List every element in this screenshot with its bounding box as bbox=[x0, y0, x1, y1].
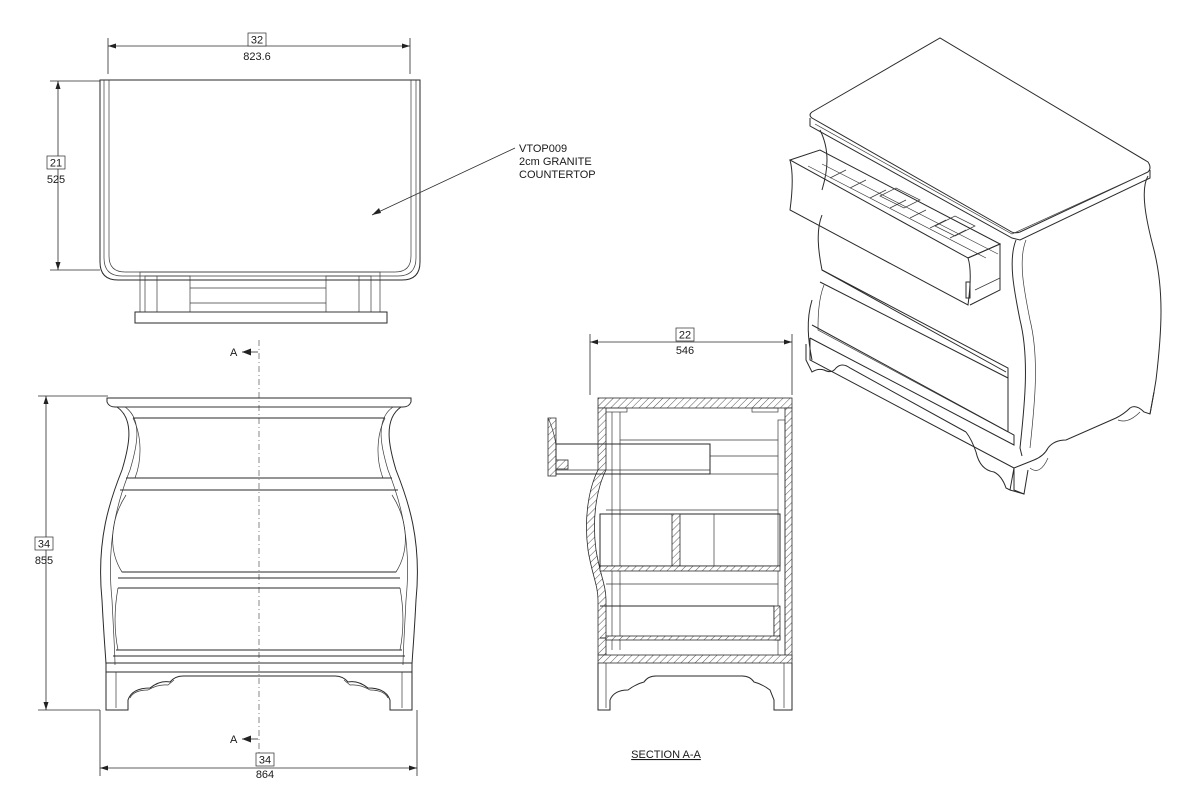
section-depth-dimension: 22 546 bbox=[589, 327, 793, 395]
top-view: 32 823.6 21 525 bbox=[46, 32, 596, 324]
top-depth-in: 21 bbox=[50, 158, 62, 170]
isometric-view bbox=[788, 37, 1162, 495]
top-width-mm: 823.6 bbox=[243, 51, 271, 63]
section-back-panel bbox=[784, 407, 793, 661]
iso-base bbox=[805, 344, 1155, 495]
front-height-dimension: 34 855 bbox=[34, 395, 108, 711]
iso-lower-drawers bbox=[809, 214, 1015, 469]
section-view: 22 546 bbox=[547, 327, 793, 761]
front-left-side bbox=[100, 406, 130, 711]
section-top bbox=[597, 397, 793, 409]
front-height-in: 34 bbox=[38, 539, 50, 551]
section-marker-top-label: A bbox=[230, 347, 238, 359]
front-drawer-1 bbox=[126, 417, 392, 479]
front-width-in: 34 bbox=[259, 755, 271, 767]
front-base-apron bbox=[105, 662, 413, 711]
section-marker-bottom-label: A bbox=[230, 734, 238, 746]
callout-line-2: 2cm GRANITE bbox=[519, 156, 592, 168]
section-apron bbox=[597, 663, 793, 711]
countertop-callout: VTOP009 2cm GRANITE COUNTERTOP bbox=[371, 143, 596, 216]
front-drawer-2 bbox=[112, 489, 406, 579]
callout-line-3: COUNTERTOP bbox=[519, 169, 596, 181]
section-front-profile bbox=[586, 407, 607, 656]
section-depth-in: 22 bbox=[679, 330, 691, 342]
countertop-outline bbox=[99, 79, 421, 281]
section-drawer-open bbox=[547, 417, 778, 477]
front-width-mm: 864 bbox=[256, 769, 274, 781]
front-width-dimension: 34 864 bbox=[99, 710, 418, 781]
section-drawer-middle bbox=[599, 509, 781, 572]
front-right-side bbox=[388, 406, 418, 711]
iso-drawer-open bbox=[788, 149, 1002, 306]
front-drawer-3 bbox=[113, 587, 405, 657]
section-marker-bottom: A bbox=[230, 734, 258, 746]
section-title: SECTION A-A bbox=[631, 749, 701, 761]
section-depth-mm: 546 bbox=[676, 345, 694, 357]
top-width-dimension: 32 823.6 bbox=[107, 32, 411, 74]
section-base bbox=[597, 654, 793, 664]
front-height-mm: 855 bbox=[35, 555, 53, 567]
top-view-base bbox=[134, 271, 388, 324]
section-marker-top: A bbox=[230, 347, 258, 359]
callout-line-1: VTOP009 bbox=[519, 143, 567, 155]
top-width-in: 32 bbox=[251, 35, 263, 47]
top-depth-dimension: 21 525 bbox=[46, 80, 100, 271]
section-drawer-bottom bbox=[600, 583, 781, 641]
top-depth-mm: 525 bbox=[47, 174, 65, 186]
front-view: A A 34 855 34 864 bbox=[34, 340, 418, 781]
